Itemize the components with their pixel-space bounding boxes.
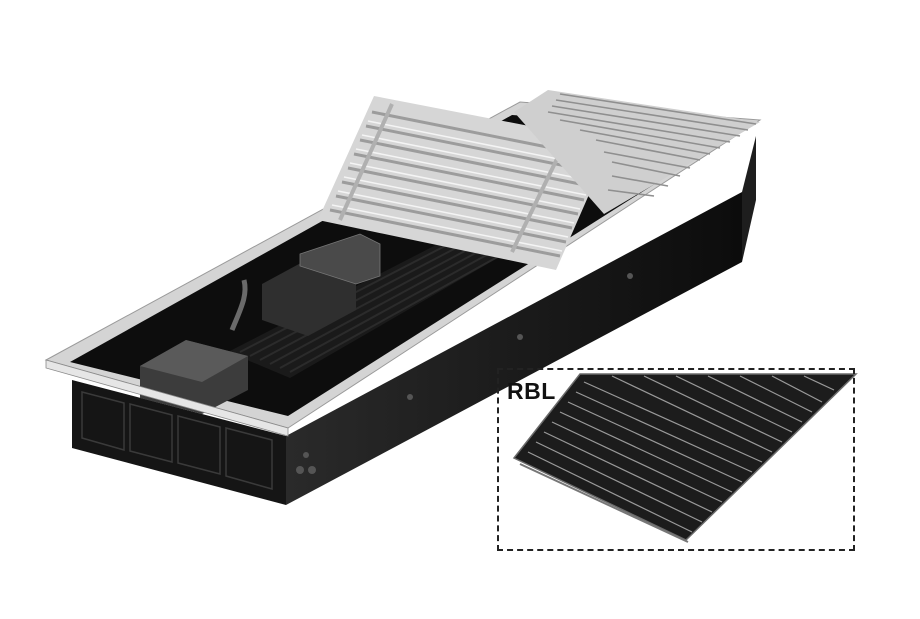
flat-grille bbox=[514, 90, 760, 214]
trench-convector-icon bbox=[44, 90, 762, 505]
rbl-grille-crossbar bbox=[519, 463, 689, 543]
rbl-grille-frame bbox=[512, 373, 858, 541]
housing-front-panels bbox=[81, 391, 273, 490]
rbl-grille-slats bbox=[527, 375, 835, 533]
rbl-grille-icon bbox=[512, 373, 858, 543]
housing-front-face bbox=[72, 380, 286, 505]
rbl-inset-box: RBL bbox=[497, 368, 855, 551]
fan-unit-rear bbox=[262, 233, 381, 336]
side-bolts bbox=[296, 273, 633, 474]
front-rim-edge bbox=[45, 359, 289, 437]
housing-side-face bbox=[286, 192, 742, 505]
housing-end-face bbox=[742, 136, 756, 262]
rbl-label: RBL bbox=[507, 378, 556, 404]
power-cable bbox=[229, 279, 248, 331]
